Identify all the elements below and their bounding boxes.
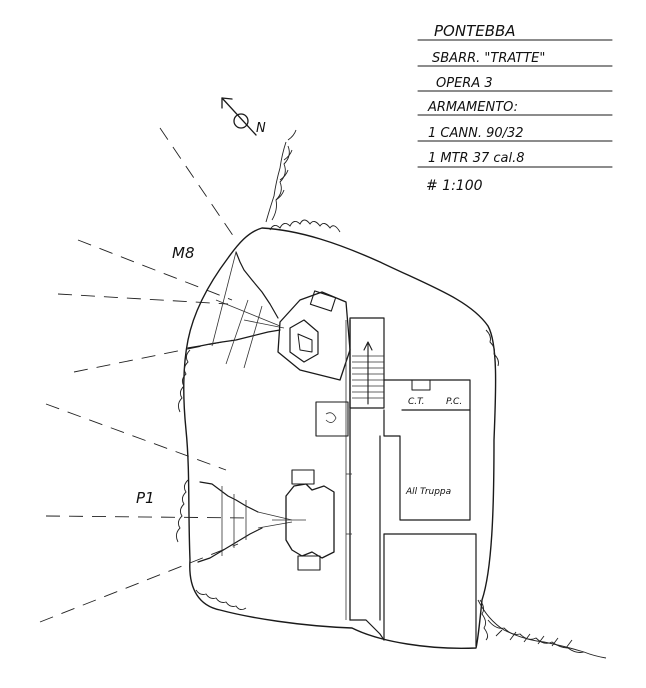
scale-label: # 1:100 [426, 178, 483, 194]
terrain-hatching [265, 129, 607, 659]
m8-label: M8 [172, 244, 195, 262]
p1-label: P1 [136, 489, 155, 507]
embrasure-p1: P1 [136, 469, 335, 571]
north-label: N [256, 121, 266, 136]
armament-gun: 1 CANN. 90/32 [428, 126, 524, 141]
armament-heading: ARMAMENTO: [427, 100, 518, 115]
title-block: PONTEBBA SBARR. "TRATTE" OPERA 3 ARMAMEN… [417, 22, 613, 194]
troop-room-label: All Truppa [405, 487, 451, 497]
north-arrow-icon: N [221, 97, 266, 136]
ct-label: C.T. [408, 397, 424, 407]
armament-mortar: 1 MTR 37 cal.8 [428, 151, 525, 166]
place-name: PONTEBBA [434, 22, 516, 40]
work-number: OPERA 3 [436, 76, 493, 91]
pc-label: P.C. [446, 397, 462, 407]
barrier-name: SBARR. "TRATTE" [432, 51, 545, 66]
embrasure-m8: M8 [172, 244, 351, 381]
rock-outline [175, 219, 499, 649]
interior-layout: C.T. P.C. All Truppa [315, 317, 477, 647]
staircase [352, 341, 384, 405]
fire-sector-lines [39, 127, 251, 623]
